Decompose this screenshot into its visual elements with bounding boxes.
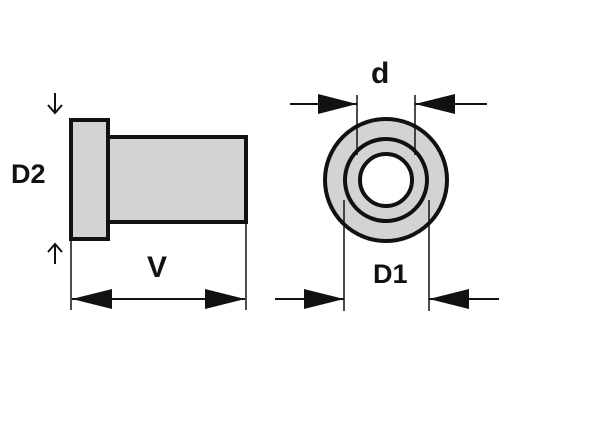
bushing-shaft	[106, 135, 248, 224]
d1-dimension	[275, 200, 499, 311]
end-view	[323, 117, 449, 243]
d-dimension	[290, 94, 487, 155]
side-view	[69, 118, 248, 241]
d2-dimension	[47, 93, 63, 264]
v-arrow-left	[72, 289, 112, 309]
label-d1: D1	[373, 259, 408, 289]
d2-arrow-top-head	[47, 104, 63, 115]
d1-arrow-left	[304, 289, 344, 309]
bushing-bore-circle	[358, 152, 414, 208]
v-arrow-right	[205, 289, 245, 309]
v-dimension	[70, 224, 247, 310]
d1-arrow-right	[429, 289, 469, 309]
label-v: V	[147, 251, 167, 284]
label-d2: D2	[11, 159, 46, 189]
label-d: d	[371, 57, 389, 90]
d-arrow-left	[318, 94, 357, 114]
bushing-flange	[69, 118, 110, 241]
d-arrow-right	[415, 94, 455, 114]
d2-arrow-bottom-head	[47, 242, 63, 253]
